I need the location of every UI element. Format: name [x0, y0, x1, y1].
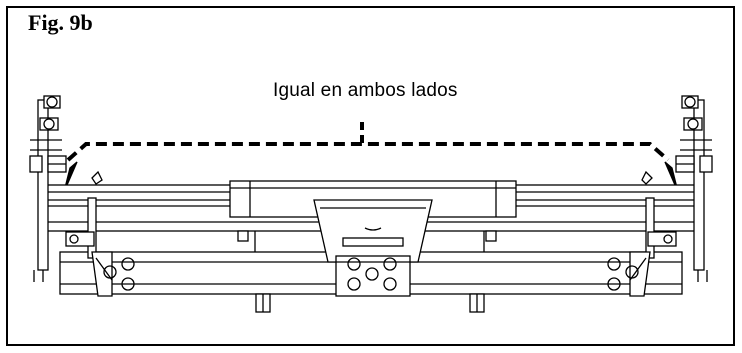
right-knob [641, 170, 653, 185]
dimension-bracket [66, 142, 670, 162]
center-bracket [313, 199, 433, 297]
figure-caption: Igual en ambos lados [273, 80, 458, 101]
left-post [29, 95, 67, 282]
left-side-plate [65, 197, 135, 297]
right-post [675, 95, 713, 282]
right-side-plate [607, 197, 677, 297]
lower-lugs [237, 230, 497, 313]
left-knob [91, 170, 103, 185]
figure-label: Fig. 9b [28, 10, 93, 35]
